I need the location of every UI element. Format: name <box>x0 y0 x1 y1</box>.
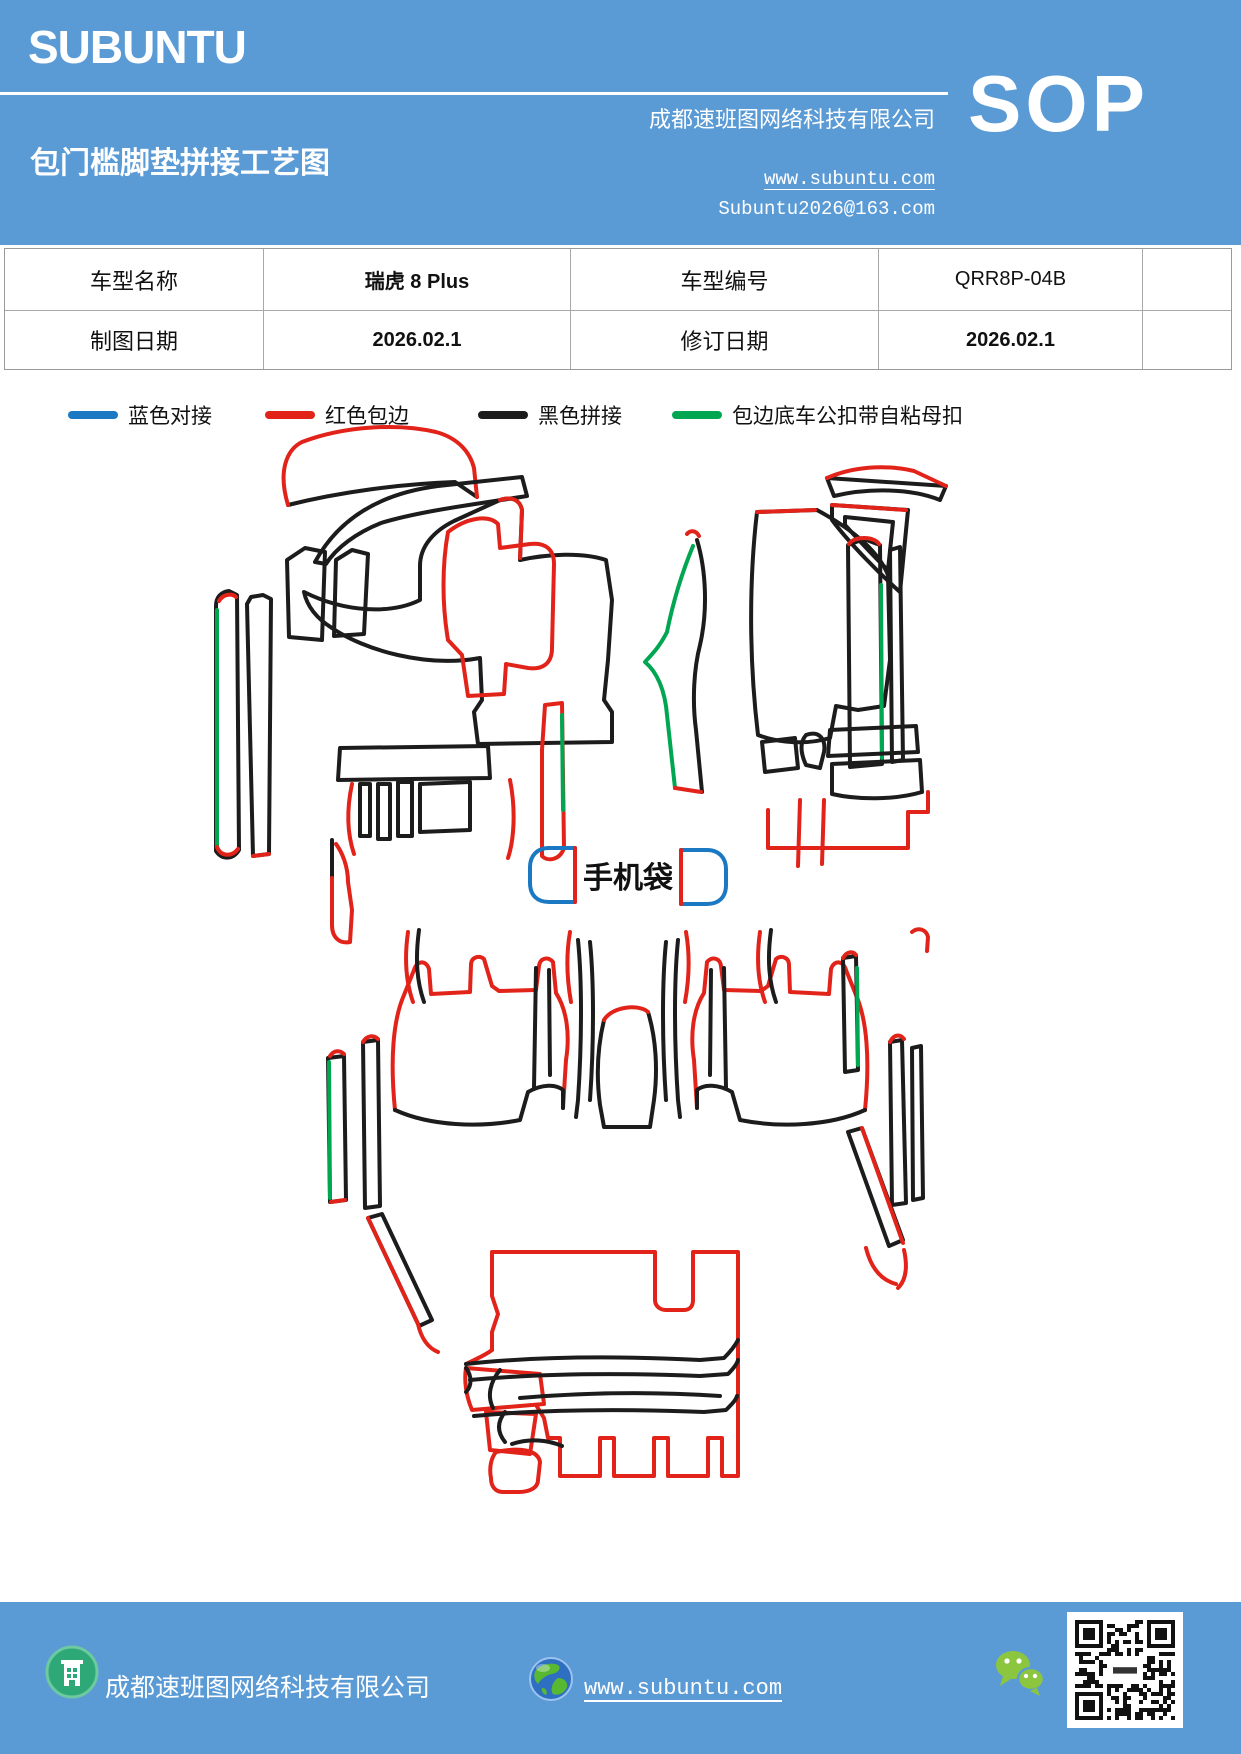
cell-revise-date-label: 修订日期 <box>571 311 879 369</box>
cell-model-code-value: QRR8P-04B <box>879 249 1143 311</box>
sop-badge: SOP <box>968 59 1149 148</box>
blue-line-swatch-icon <box>68 411 118 419</box>
footer-company-name: 成都速班图网络科技有限公司 <box>105 1675 431 1702</box>
legend-item-black: 黑色拼接 <box>478 400 622 430</box>
phone-pocket: 手机袋 <box>528 846 728 906</box>
legend-label: 黑色拼接 <box>538 404 622 428</box>
cell-empty-bottom <box>1143 311 1231 369</box>
right-front-mat-group <box>643 465 948 868</box>
header-website-link[interactable]: www.subuntu.com <box>763 168 935 190</box>
pocket-left-blue-icon <box>528 846 577 904</box>
green-line-swatch-icon <box>672 411 722 419</box>
pocket-right-blue-icon <box>679 848 728 906</box>
trunk-mat-group <box>463 1250 740 1494</box>
phone-pocket-label: 手机袋 <box>583 862 673 895</box>
legend-item-green: 包边底车公扣带自粘母扣 <box>672 400 963 430</box>
black-line-swatch-icon <box>478 411 528 419</box>
legend-item-blue: 蓝色对接 <box>68 400 212 430</box>
globe-icon <box>528 1656 574 1707</box>
header-banner: SUBUNTU 包门槛脚垫拼接工艺图 成都速班图网络科技有限公司 www.sub… <box>0 0 1241 245</box>
header-company-name: 成都速班图网络科技有限公司 <box>648 107 935 132</box>
mat-diagram-svg: 手机袋 <box>214 425 948 1494</box>
cell-model-name-label: 车型名称 <box>5 249 264 311</box>
cell-revise-date-value: 2026.02.1 <box>879 311 1143 369</box>
footer-website-link[interactable]: www.subuntu.com <box>584 1676 783 1701</box>
page-title: 包门槛脚垫拼接工艺图 <box>30 147 330 180</box>
second-row-mat-group <box>326 927 930 1354</box>
cell-draw-date-label: 制图日期 <box>5 311 264 369</box>
stitch-legend: 蓝色对接 红色包边 黑色拼接 包边底车公扣带自粘母扣 <box>0 400 1241 436</box>
cell-draw-date-value: 2026.02.1 <box>264 311 571 369</box>
legend-label: 蓝色对接 <box>128 404 212 428</box>
qr-code <box>1067 1612 1183 1728</box>
cell-empty-top <box>1143 249 1231 311</box>
subuntu-logo: SUBUNTU <box>28 21 247 73</box>
left-front-mat-group <box>214 425 614 945</box>
header-email-text: Subuntu2026@163.com <box>718 198 935 220</box>
header-divider <box>0 92 948 95</box>
mat-stitch-diagram: 手机袋 <box>0 420 1241 1602</box>
vehicle-info-table: 车型名称 瑞虎 8 Plus 车型编号 QRR8P-04B 制图日期 2026.… <box>4 248 1232 370</box>
wechat-icon <box>992 1648 1048 1703</box>
building-icon <box>44 1644 100 1705</box>
cell-model-name-value: 瑞虎 8 Plus <box>264 249 571 311</box>
red-line-swatch-icon <box>265 411 315 419</box>
cell-model-code-label: 车型编号 <box>571 249 879 311</box>
legend-label: 红色包边 <box>325 404 409 428</box>
legend-label: 包边底车公扣带自粘母扣 <box>732 404 963 428</box>
legend-item-red: 红色包边 <box>265 400 409 430</box>
